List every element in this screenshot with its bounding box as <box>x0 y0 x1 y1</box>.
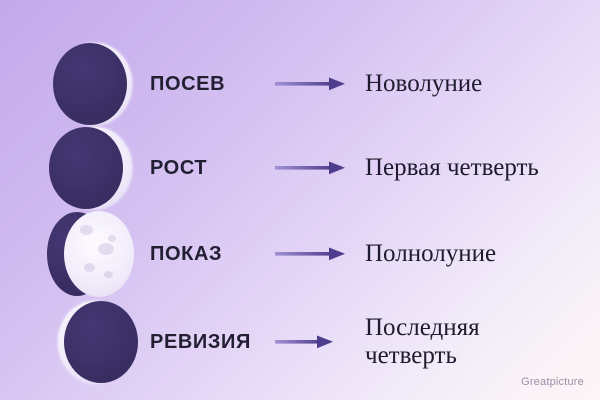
phase-row: РОСТ Первая четверть <box>0 122 600 214</box>
phase-term: Новолуние <box>365 70 483 97</box>
last-quarter-moon-icon <box>58 301 138 383</box>
arrow-right-icon <box>275 242 355 266</box>
arrow-right-icon <box>275 330 355 354</box>
phase-term: Последняя четверть <box>365 314 480 369</box>
moon-lit-disc <box>64 211 134 297</box>
phase-term: Полнолуние <box>365 240 497 267</box>
full-moon-icon <box>47 211 134 297</box>
moon-shadow <box>53 43 127 125</box>
moon-crater <box>104 271 113 278</box>
phase-row: ПОСЕВ Новолуние <box>0 38 600 130</box>
moon-shadow <box>64 301 138 383</box>
moon-crater <box>84 263 95 272</box>
waxing-crescent-moon-icon <box>49 127 132 209</box>
phase-label: РЕВИЗИЯ <box>150 330 251 353</box>
watermark: Greatpicture <box>521 376 584 388</box>
phase-label: РОСТ <box>150 156 208 179</box>
moon-cell <box>0 38 150 130</box>
moon-crater <box>80 225 93 235</box>
moon-cell <box>0 208 150 300</box>
moon-shadow <box>49 127 123 209</box>
phase-label: ПОСЕВ <box>150 72 226 95</box>
phase-row: ПОКАЗ Полнолуние <box>0 208 600 300</box>
moon-crater <box>108 235 116 242</box>
phase-row: РЕВИЗИЯ Последняя четверть <box>0 296 600 388</box>
arrow-right-icon <box>275 72 355 96</box>
moon-crater <box>98 243 114 255</box>
moon-cell <box>0 122 150 214</box>
new-moon-icon <box>53 43 132 125</box>
phase-label: ПОКАЗ <box>150 242 223 265</box>
moon-cell <box>0 296 150 388</box>
arrow-right-icon <box>275 156 355 180</box>
phase-term: Первая четверть <box>365 154 539 181</box>
